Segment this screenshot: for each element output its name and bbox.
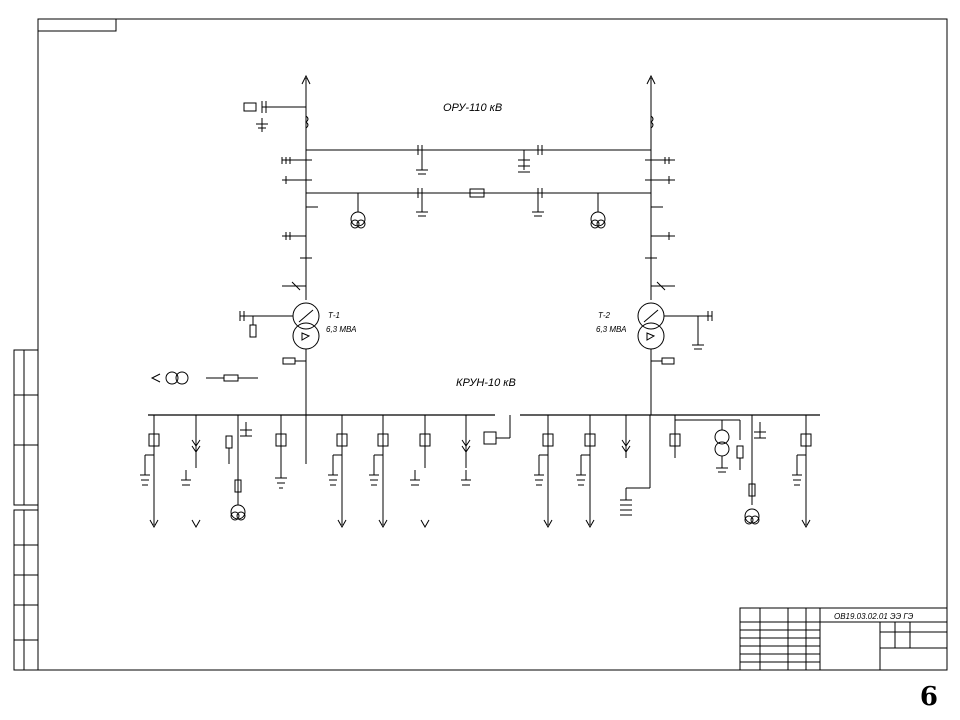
page-number: 6 [919, 682, 938, 712]
title-block-code: ОВ19.03.02.01 ЭЭ ГЭ [834, 612, 914, 621]
t1-name: Т-1 [328, 311, 340, 320]
kru-label: КРУН-10 кВ [456, 377, 516, 389]
corner-stamp [37, 18, 117, 32]
drawing-frame [37, 18, 948, 671]
t2-name: Т-2 [598, 311, 611, 320]
title-block [739, 607, 948, 671]
left-margin-strip-upper [13, 349, 39, 506]
ofu-label: ОРУ-110 кВ [443, 102, 502, 114]
left-feeders [140, 415, 471, 529]
left-margin-strip-lower [13, 509, 39, 671]
t1-power: 6,3 МВА [326, 325, 356, 334]
right-feeders [534, 415, 812, 529]
t2-power: 6,3 МВА [596, 325, 626, 334]
